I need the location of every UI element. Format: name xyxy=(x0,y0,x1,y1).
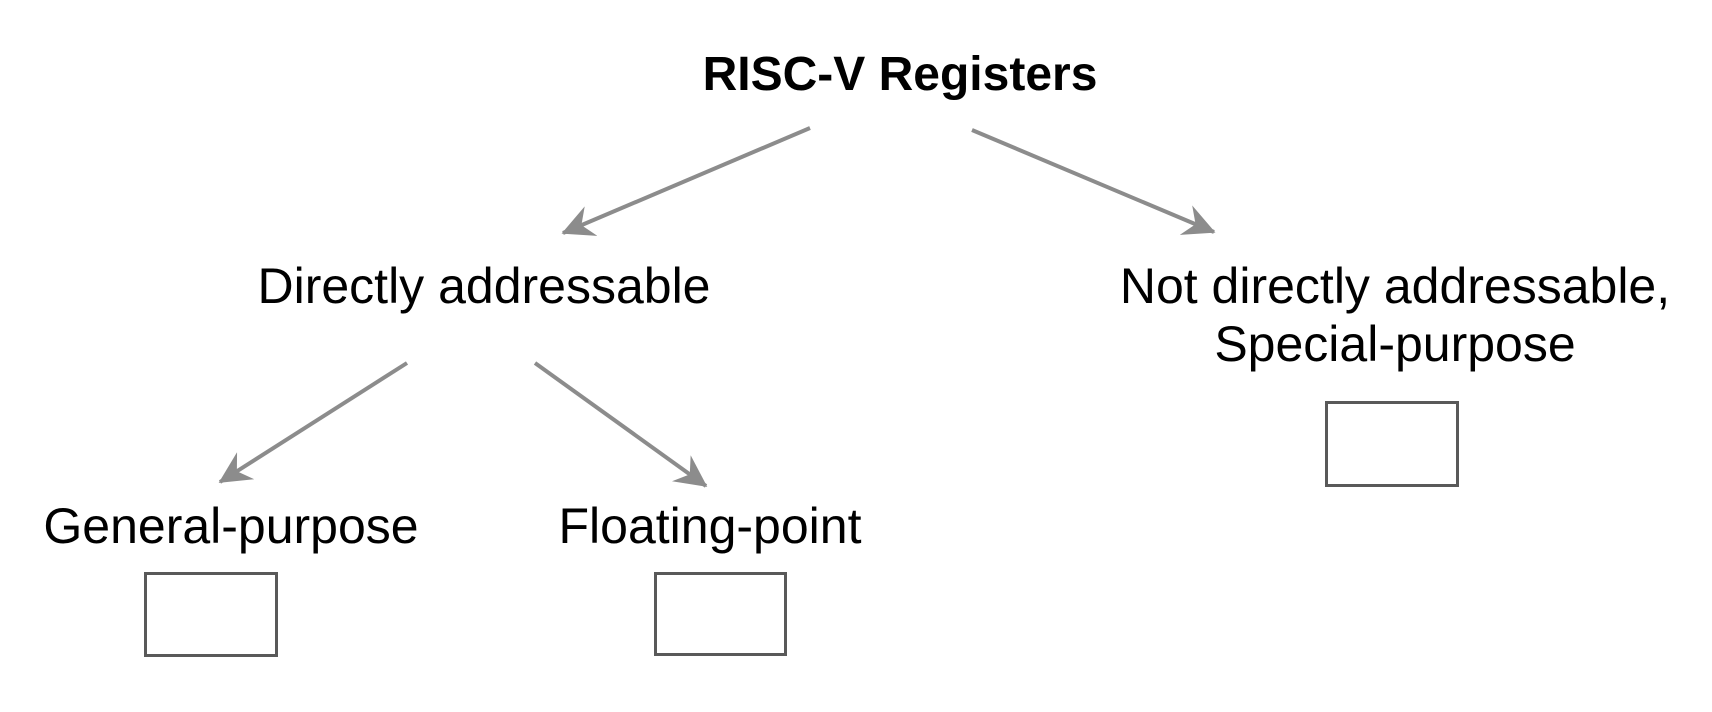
node-not-directly-addressable-line2: Special-purpose xyxy=(1214,315,1576,372)
arrow-root-to-directly-addressable xyxy=(561,126,811,236)
node-not-directly-addressable: Not directly addressable, Special-purpos… xyxy=(1120,258,1670,373)
arrow-directly-to-floating-point xyxy=(533,361,708,488)
node-directly-addressable: Directly addressable xyxy=(257,258,711,314)
node-general-purpose: General-purpose xyxy=(43,498,419,554)
placeholder-box-general-purpose[interactable] xyxy=(144,572,278,657)
arrow-root-to-not-directly-addressable xyxy=(971,128,1216,235)
arrow-directly-to-general-purpose xyxy=(218,361,409,484)
placeholder-box-floating-point[interactable] xyxy=(654,572,787,656)
node-floating-point: Floating-point xyxy=(558,498,862,554)
root-node-title: RISC-V Registers xyxy=(702,48,1098,101)
placeholder-box-special-purpose[interactable] xyxy=(1325,401,1459,487)
node-not-directly-addressable-line1: Not directly addressable, xyxy=(1119,258,1671,314)
